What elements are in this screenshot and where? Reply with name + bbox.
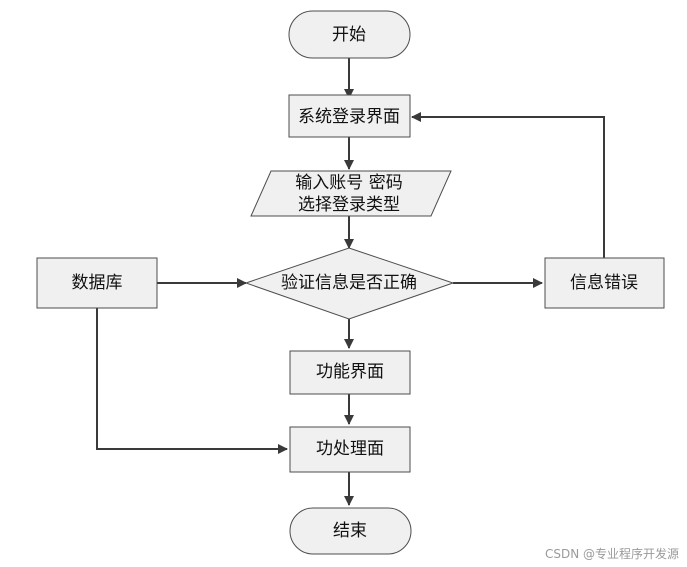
node-input-line1: 输入账号 密码	[295, 173, 402, 193]
node-error: 信息错误	[544, 257, 665, 309]
node-process-screen: 功处理面	[289, 426, 411, 473]
node-process-screen-label: 功处理面	[316, 439, 384, 459]
node-database: 数据库	[36, 257, 158, 309]
node-function-screen-label: 功能界面	[316, 362, 384, 382]
node-error-label: 信息错误	[570, 273, 638, 293]
node-input-line2: 选择登录类型	[298, 195, 400, 215]
node-function-screen: 功能界面	[289, 350, 411, 395]
edge-error-to-login	[411, 112, 605, 258]
edges	[96, 58, 605, 506]
node-login-screen-label: 系统登录界面	[298, 107, 400, 127]
node-verify-label: 验证信息是否正确	[281, 273, 417, 293]
node-input: 输入账号 密码 选择登录类型	[250, 170, 452, 217]
node-verify: 验证信息是否正确	[244, 247, 455, 320]
node-database-label: 数据库	[72, 273, 123, 293]
node-end: 结束	[289, 507, 412, 555]
node-start-label: 开始	[332, 25, 366, 45]
node-end-label: 结束	[333, 521, 367, 541]
node-login-screen: 系统登录界面	[288, 94, 411, 138]
edge-database-to-process	[96, 308, 288, 454]
watermark: CSDN @专业程序开发源	[545, 546, 679, 561]
node-start: 开始	[288, 10, 411, 59]
